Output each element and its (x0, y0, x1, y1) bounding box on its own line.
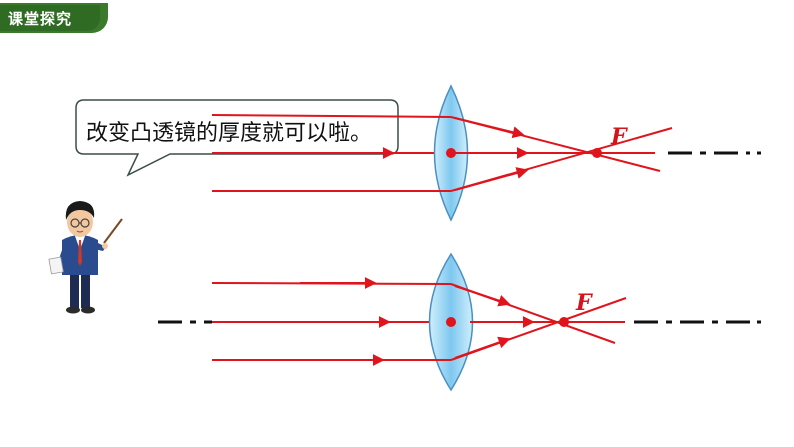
teacher-figure (48, 201, 123, 314)
top-focus-label: F (611, 124, 627, 150)
bottom-focus-label: F (576, 290, 592, 316)
top-rays (211, 114, 673, 192)
speech-text: 改变凸透镜的厚度就可以啦。 (86, 121, 373, 146)
top-focal-point (592, 148, 602, 158)
bottom-rays (211, 277, 627, 366)
section-badge-inner: 课堂探究 (0, 5, 100, 31)
section-title: 课堂探究 (8, 9, 73, 28)
bottom-focal-point (559, 317, 569, 327)
speech-bubble (75, 99, 399, 177)
section-badge: 课堂探究 (0, 0, 108, 33)
bottom-lens-center (446, 317, 456, 327)
top-lens-center (446, 148, 456, 158)
